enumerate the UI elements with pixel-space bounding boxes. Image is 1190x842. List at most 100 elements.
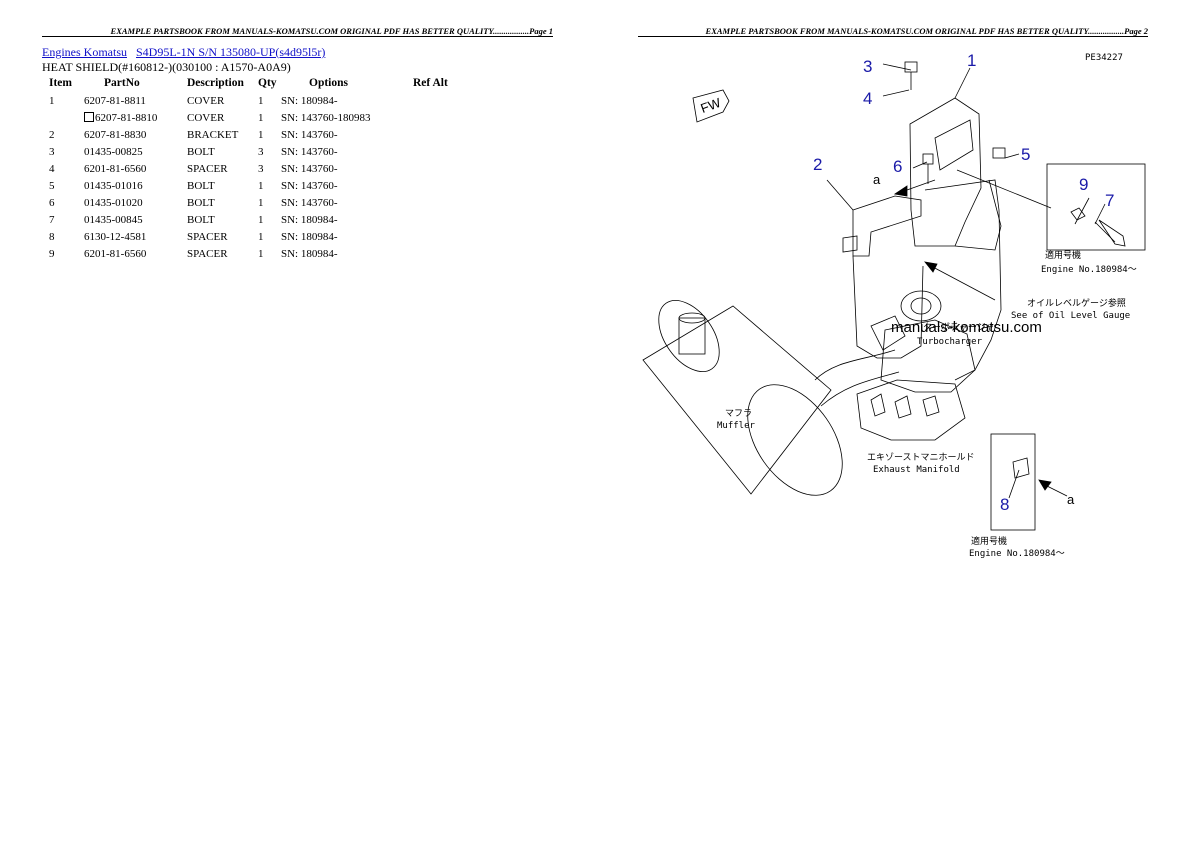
cell-item: 4 [49, 162, 55, 175]
bolt-icon [922, 153, 934, 165]
breadcrumb-link-engines[interactable]: Engines Komatsu [42, 45, 127, 59]
cell-description: BOLT [187, 145, 215, 158]
cell-options: SN: 180984- [281, 213, 338, 226]
bolt-icon [904, 61, 918, 73]
cell-partno-text: 6207-81-8810 [95, 111, 158, 124]
cell-ref-alt [413, 245, 463, 262]
cell-options: SN: 180984- [281, 247, 338, 260]
label-muffler: Muffler [717, 421, 756, 431]
table-row: 2 6207-81-8830 BRACKET 1 SN: 143760- [42, 126, 463, 143]
table-row: 4 6201-81-6560 SPACER 3 SN: 143760- [42, 160, 463, 177]
callout-2: 2 [813, 155, 822, 174]
table-row: 6207-81-8810 COVER 1 SN: 143760-180983 [42, 109, 463, 126]
col-item: Item [49, 76, 72, 89]
section-title: HEAT SHIELD(#160812-)(030100 : A1570-A0A… [42, 60, 291, 74]
muffler [642, 305, 832, 495]
table-row: 5 01435-01016 BOLT 1 SN: 143760- [42, 177, 463, 194]
callout-1: 1 [967, 51, 976, 70]
cell-item: 3 [49, 145, 55, 158]
table-row: 9 6201-81-6560 SPACER 1 SN: 180984- [42, 245, 463, 262]
cell-description: BRACKET [187, 128, 239, 141]
cell-partno: 01435-01020 [84, 196, 143, 209]
cell-ref-alt [413, 194, 463, 211]
cell-partno: 6207-81-8810 [84, 109, 187, 126]
callout-3: 3 [863, 57, 872, 76]
cell-qty: 1 [258, 111, 264, 124]
breadcrumb: Engines Komatsu S4D95L-1N S/N 135080-UP(… [42, 45, 331, 60]
arrow-label-a: a [873, 172, 881, 187]
inset-box-top [1046, 163, 1146, 251]
bolt-icon [992, 147, 1006, 159]
cell-options: SN: 143760- [281, 145, 338, 158]
exhaust-manifold [856, 379, 966, 441]
label-turbocharger: Turbocharger [917, 337, 983, 347]
cell-partno: 6207-81-8830 [84, 128, 147, 141]
cell-ref-alt [413, 211, 463, 228]
col-ref-alt: Ref Alt [413, 76, 448, 89]
table-row: 7 01435-00845 BOLT 1 SN: 180984- [42, 211, 463, 228]
alternate-checkbox-icon [84, 111, 94, 122]
col-partno: PartNo [104, 76, 140, 89]
diagram-ref-code: PE34227 [1085, 53, 1123, 63]
arrow-label-a: a [1067, 492, 1075, 507]
cell-options: SN: 143760- [281, 196, 338, 209]
cell-description: SPACER [187, 162, 228, 175]
callout-4: 4 [863, 89, 872, 108]
cell-options: SN: 143760- [281, 128, 338, 141]
breadcrumb-link-model[interactable]: S4D95L-1N S/N 135080-UP(s4d95l5r) [136, 45, 326, 59]
cell-ref-alt [413, 126, 463, 143]
cell-ref-alt [413, 160, 463, 177]
cell-options: SN: 180984- [281, 230, 338, 243]
cell-ref-alt [413, 228, 463, 245]
forward-arrow-icon [692, 89, 730, 123]
watermark: manuals-komatsu.com [891, 319, 1042, 336]
cell-qty: 1 [258, 196, 264, 209]
callout-8: 8 [1000, 495, 1009, 514]
cell-description: SPACER [187, 230, 228, 243]
callout-7: 7 [1105, 191, 1114, 210]
cell-qty: 1 [258, 247, 264, 260]
cell-description: COVER [187, 94, 225, 107]
cell-qty: 3 [258, 162, 264, 175]
parts-diagram: PE34227 FW 1 2 3 4 5 6 7 8 9 a a 適用号機 En… [642, 51, 1146, 559]
turbocharger [900, 290, 942, 322]
bracket [852, 195, 922, 257]
label-see-oil-level: See of Oil Level Gauge [1011, 311, 1130, 321]
label-exhaust-manifold: Exhaust Manifold [873, 465, 960, 475]
cell-qty: 1 [258, 94, 264, 107]
label-turbo-jp: ターボチャージャ [923, 322, 994, 333]
label-applicable-jp: 適用号機 [1045, 249, 1081, 261]
col-description: Description [187, 76, 244, 89]
label-exhaust-jp: エキゾーストマニホールド [867, 452, 975, 463]
cell-item [42, 109, 84, 126]
callout-6: 6 [893, 157, 902, 176]
inset-box-bottom [990, 433, 1036, 531]
table-row: 1 6207-81-8811 COVER 1 SN: 180984- [42, 92, 463, 109]
page-header: EXAMPLE PARTSBOOK FROM MANUALS-KOMATSU.C… [638, 26, 1148, 37]
cell-description: SPACER [187, 247, 228, 260]
cell-ref-alt [413, 92, 463, 109]
cell-description: BOLT [187, 196, 215, 209]
cell-item: 5 [49, 179, 55, 192]
col-qty: Qty [258, 76, 277, 89]
cell-description: COVER [187, 111, 225, 124]
cell-options: SN: 143760- [281, 179, 338, 192]
label-oil-level-jp: オイルレベルゲージ参照 [1027, 297, 1126, 309]
cell-partno: 01435-00845 [84, 213, 143, 226]
cell-qty: 3 [258, 145, 264, 158]
cell-item: 2 [49, 128, 55, 141]
cell-ref-alt [413, 109, 463, 126]
page-1: EXAMPLE PARTSBOOK FROM MANUALS-KOMATSU.C… [42, 26, 553, 262]
forward-label: FW [699, 95, 724, 116]
cell-partno: 6130-12-4581 [84, 230, 147, 243]
label-engine-no: Engine No.180984～ [969, 549, 1065, 559]
cell-qty: 1 [258, 213, 264, 226]
table-row: 6 01435-01020 BOLT 1 SN: 143760- [42, 194, 463, 211]
label-applicable-jp: 適用号機 [971, 535, 1007, 547]
cell-partno: 01435-01016 [84, 179, 143, 192]
cell-description: BOLT [187, 179, 215, 192]
table-row: 8 6130-12-4581 SPACER 1 SN: 180984- [42, 228, 463, 245]
cell-partno: 6201-81-6560 [84, 162, 147, 175]
cell-item: 6 [49, 196, 55, 209]
label-engine-no: Engine No.180984～ [1041, 265, 1137, 275]
